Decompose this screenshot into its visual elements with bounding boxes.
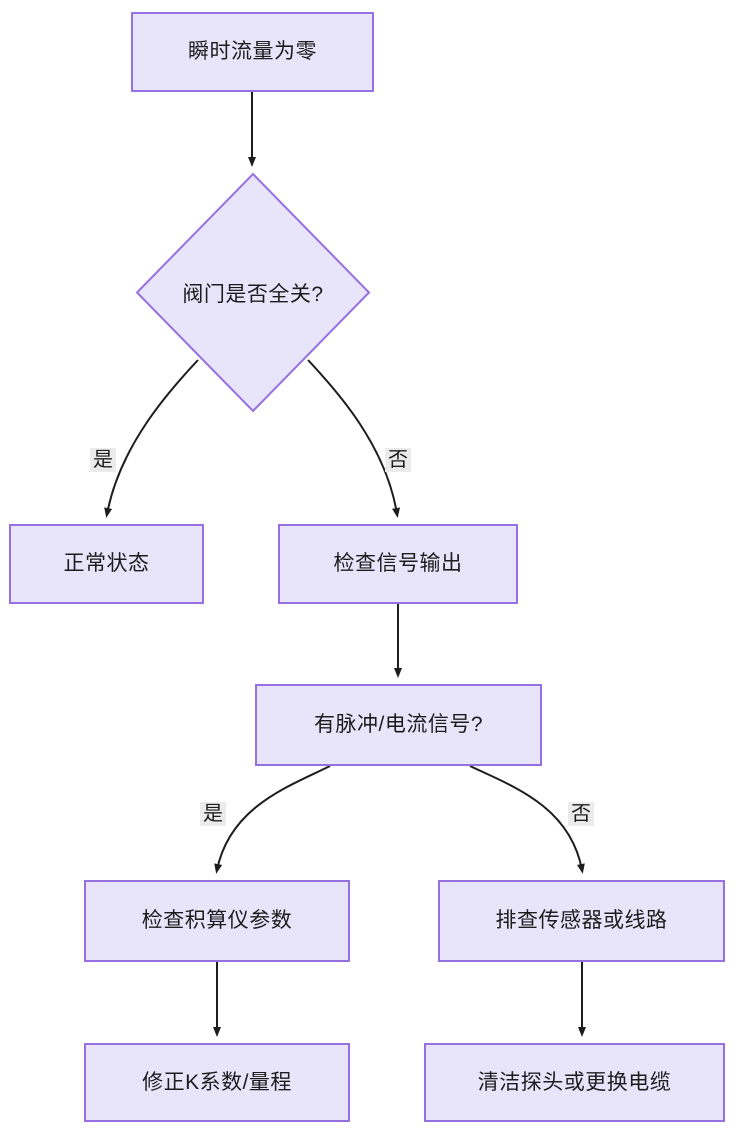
edge-label-no-signal: 否 (568, 802, 594, 826)
node-label: 正常状态 (63, 552, 150, 576)
node-label: 阀门是否全关? (182, 282, 324, 306)
node-valve-fully-closed-decision[interactable]: 阀门是否全关? (135, 172, 371, 413)
node-label: 检查积算仪参数 (141, 909, 293, 933)
node-label: 检查信号输出 (333, 552, 463, 576)
edge-label-yes-signal: 是 (200, 802, 226, 826)
node-label: 瞬时流量为零 (188, 40, 317, 64)
node-check-signal-output[interactable]: 检查信号输出 (278, 524, 518, 604)
node-label: 清洁探头或更换电缆 (477, 1070, 672, 1094)
node-check-totalizer-parameters[interactable]: 检查积算仪参数 (84, 880, 350, 962)
diamond-shape (135, 172, 371, 413)
node-pulse-or-current-signal-decision[interactable]: 有脉冲/电流信号? (255, 684, 542, 766)
edge-label-yes-valve: 是 (90, 448, 116, 472)
node-clean-probe-or-replace-cable[interactable]: 清洁探头或更换电缆 (424, 1043, 725, 1122)
edge-n2-n4 (307, 359, 400, 518)
node-label: 修正K系数/量程 (142, 1070, 292, 1094)
node-label: 有脉冲/电流信号? (313, 713, 483, 737)
node-instant-flow-zero[interactable]: 瞬时流量为零 (131, 12, 374, 92)
node-correct-k-factor-or-range[interactable]: 修正K系数/量程 (84, 1043, 350, 1122)
edge-n2-n3 (104, 359, 199, 518)
node-label: 排查传感器或线路 (495, 909, 668, 933)
edge-label-no-valve: 否 (385, 448, 411, 472)
edge-n5-n6 (214, 765, 331, 874)
node-normal-status[interactable]: 正常状态 (9, 524, 204, 604)
node-inspect-sensor-or-wiring[interactable]: 排查传感器或线路 (438, 880, 725, 962)
edge-n5-n7 (469, 765, 585, 874)
